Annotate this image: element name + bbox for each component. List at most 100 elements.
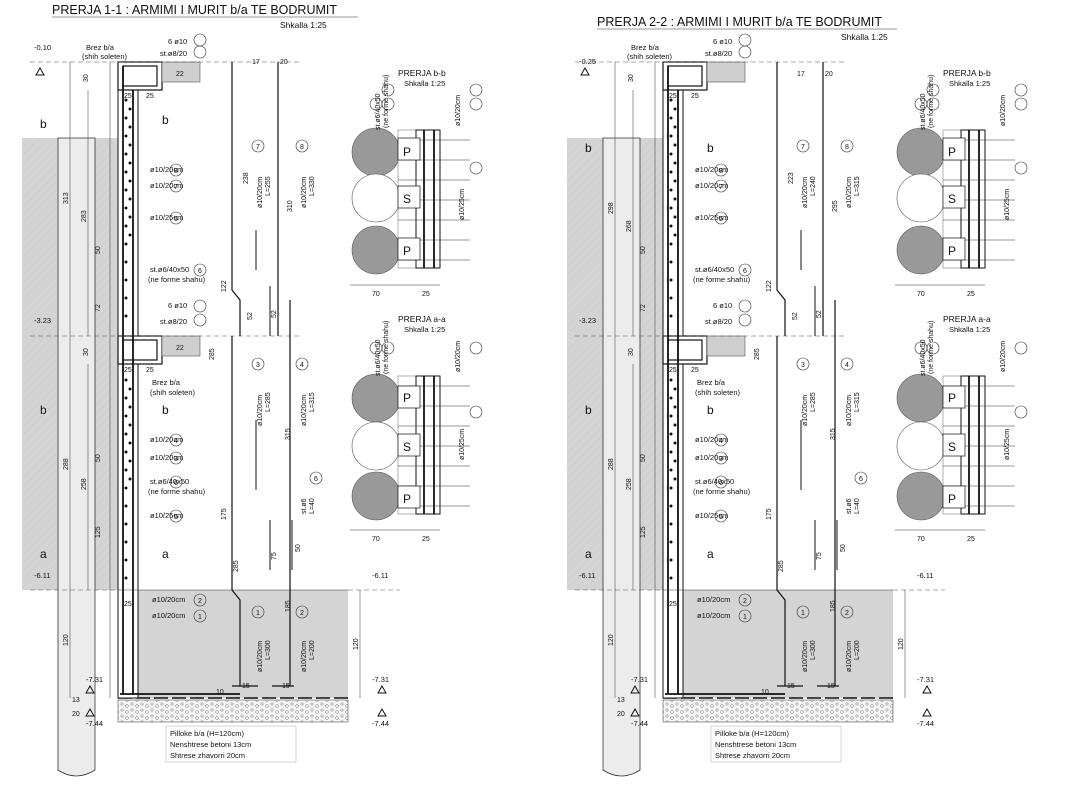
- dim-258: 258: [81, 478, 88, 490]
- dim-285-b-2: 285: [778, 560, 785, 572]
- dim-13-2: 13: [617, 697, 625, 704]
- dim-20-2: 20: [617, 711, 625, 718]
- dim-30-top: 30: [83, 74, 90, 82]
- dim-125-2: 125: [640, 526, 647, 538]
- note-gravel: Shtrese zhavorri 20cm: [170, 751, 245, 760]
- mark-a-wall-2: a: [707, 547, 714, 561]
- section-1-1: [21, 33, 483, 777]
- bar-label-8: ø10/20cm: [150, 165, 183, 174]
- bb-bar25: ø10/25cm: [459, 189, 466, 220]
- bar8-label-2: ø10/20cm: [846, 177, 853, 208]
- dim-25-b: 25: [146, 93, 154, 100]
- dim-13: 13: [72, 697, 80, 704]
- circle-5: 5: [174, 216, 178, 223]
- shih-label: (shih soleten): [82, 52, 128, 61]
- shih-label-2: (shih soleten): [627, 52, 673, 61]
- shahu-label-b-2: (ne forme shahu): [693, 487, 751, 496]
- circle-5-2: 5: [719, 216, 723, 223]
- dim-52-a: 52: [247, 312, 254, 320]
- dim-52-b-2: 52: [816, 310, 823, 318]
- bb-w25: 25: [422, 291, 430, 298]
- dim-15-b: 15: [282, 683, 290, 690]
- circle-3-2: 3: [719, 456, 723, 463]
- dim-75: 75: [271, 552, 278, 560]
- circle-5b: 5: [174, 514, 178, 521]
- bb-title-2: PRERJA b-b: [943, 68, 991, 78]
- dim-268: 268: [626, 220, 633, 232]
- dim-120-right-2: 120: [898, 638, 905, 650]
- dim-75-2: 75: [816, 552, 823, 560]
- circle-8-2: 8: [719, 168, 723, 175]
- dim-22-mid: 22: [176, 345, 184, 352]
- bb-shahu: (ne forme shahu): [383, 75, 390, 128]
- dim-52-a-2: 52: [792, 312, 799, 320]
- bar4-length: L=315: [309, 392, 316, 412]
- circle-6-bar-2: 6: [859, 476, 863, 483]
- level-base: -6.11: [34, 571, 51, 580]
- dim-285-b: 285: [233, 560, 240, 572]
- section-2-text: PRERJA 2-2 : ARMIMI I MURIT b/a TE BODRU…: [579, 15, 1011, 760]
- dim-238: 238: [243, 172, 250, 184]
- bar7-label-2: ø10/20cm: [802, 177, 809, 208]
- bb-w25-2: 25: [967, 291, 975, 298]
- dim-125: 125: [95, 526, 102, 538]
- aa-p-top: P: [403, 391, 411, 405]
- stirrup-label-a: st.ø6/40x50: [150, 265, 189, 274]
- aa-bar: ø10/20cm: [455, 341, 462, 372]
- bb-p-top-2: P: [948, 145, 956, 159]
- section-1-title: PRERJA 1-1 : ARMIMI I MURIT b/a TE BODRU…: [52, 3, 337, 17]
- bar-label-st8: st.ø8/20: [160, 49, 187, 58]
- brez-label: Brez b/a: [86, 43, 115, 52]
- level-right-b2-2: -7.44: [917, 719, 934, 728]
- bar8-label: ø10/20cm: [301, 177, 308, 208]
- brez-label-2: Brez b/a: [631, 43, 660, 52]
- bar2-label: ø10/20cm: [301, 641, 308, 672]
- dim-288-2: 288: [608, 458, 615, 470]
- bb-title: PRERJA b-b: [398, 68, 446, 78]
- dim-288: 288: [63, 458, 70, 470]
- shahu-label-a-2: (ne forme shahu): [693, 275, 751, 284]
- bar7-label: ø10/20cm: [257, 177, 264, 208]
- circle-6-bar: 6: [314, 476, 318, 483]
- bb-p-top: P: [403, 145, 411, 159]
- level-mid: -3.23: [34, 316, 51, 325]
- bar-label-3-2: ø10/20cm: [695, 453, 728, 462]
- bar-label-4: ø10/20cm: [150, 435, 183, 444]
- bar2-length-2: L=200: [854, 640, 861, 660]
- aa-p-top-2: P: [948, 391, 956, 405]
- bar-label-6-2: 6 ø10: [713, 37, 732, 46]
- dim-258-2: 258: [626, 478, 633, 490]
- shih-label-b: (shih soleten): [150, 388, 196, 397]
- bar-label-5: ø10/25cm: [150, 213, 183, 222]
- level-bottom1: -7.31: [86, 675, 103, 684]
- mark-b-mid-2: b: [585, 403, 592, 417]
- bar3-label-2: ø10/20cm: [802, 395, 809, 426]
- dim-17-2: 17: [797, 71, 805, 78]
- dim-10: 10: [216, 689, 224, 696]
- mark-a-left-2: a: [585, 547, 592, 561]
- st6-length-2: L=40: [854, 498, 861, 514]
- dim-25-a: 25: [124, 93, 132, 100]
- level-right-b1: -7.31: [372, 675, 389, 684]
- st6-label-2: st.ø6: [846, 498, 853, 514]
- dim-30-top-2: 30: [628, 74, 635, 82]
- bar-label-st8-2: st.ø8/20: [705, 49, 732, 58]
- circle-1: 1: [198, 614, 202, 621]
- circle-8-bar: 8: [300, 144, 304, 151]
- level-right-2: -6.11: [917, 571, 934, 580]
- aa-p-bottom-2: P: [948, 492, 956, 506]
- bar-label-2-2: ø10/20cm: [697, 595, 730, 604]
- aa-w25-2: 25: [967, 536, 975, 543]
- bar3-label: ø10/20cm: [257, 395, 264, 426]
- circle-4: 4: [174, 438, 178, 445]
- circle-2-bar-2: 2: [845, 610, 849, 617]
- note-pile: Pilloke b/a (H=120cm): [170, 729, 244, 738]
- bb-s-2: S: [948, 192, 956, 206]
- dim-295: 295: [832, 200, 839, 212]
- bar-label-1: ø10/20cm: [152, 611, 185, 620]
- stirrup-label-b: st.ø6/40x50: [150, 477, 189, 486]
- bb-bar25-2: ø10/25cm: [1004, 189, 1011, 220]
- bar-label-5b: ø10/25cm: [150, 511, 183, 520]
- dim-20-top: 20: [280, 59, 288, 66]
